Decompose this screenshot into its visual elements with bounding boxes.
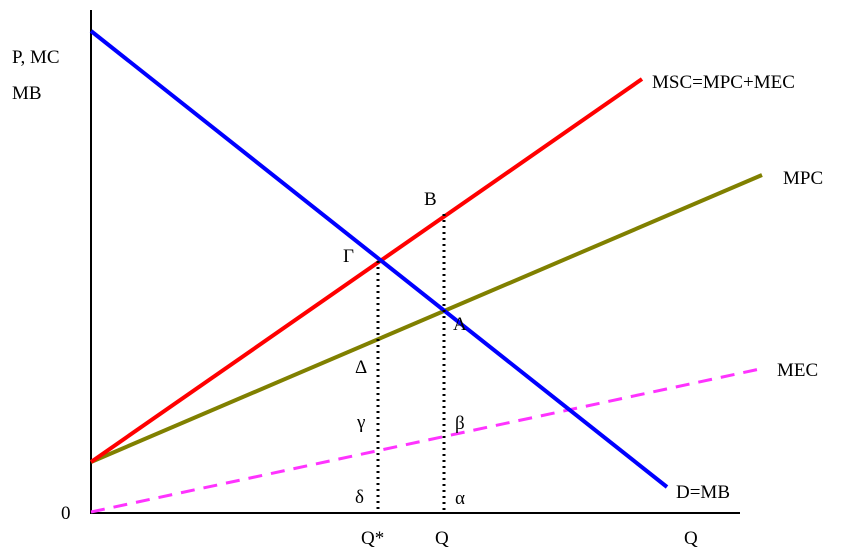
point-label-gamma-upper: Γ	[343, 246, 354, 267]
q-star-label: Q*	[361, 528, 384, 549]
demand-curve	[89, 29, 669, 489]
point-label-alpha: α	[455, 488, 465, 509]
mec-label: MEC	[777, 360, 818, 381]
msc-curve	[89, 77, 644, 464]
point-label-beta: β	[455, 413, 465, 434]
q-label: Q	[435, 528, 449, 549]
mpc-curve	[90, 173, 763, 464]
point-label-delta-upper: Δ	[355, 357, 367, 378]
point-label-b: B	[424, 189, 437, 210]
point-label-delta-lower: δ	[355, 487, 364, 508]
mpc-label: MPC	[783, 168, 823, 189]
origin-label: 0	[61, 503, 71, 524]
point-label-gamma-lower: γ	[356, 412, 365, 433]
point-label-a: A	[453, 314, 467, 335]
demand-label: D=MB	[676, 482, 730, 503]
y-axis-label-line1: P, MC	[12, 47, 60, 68]
y-axis-label-line2: MB	[12, 83, 42, 104]
x-axis-label: Q	[684, 528, 698, 549]
msc-label: MSC=MPC+MEC	[652, 72, 795, 93]
